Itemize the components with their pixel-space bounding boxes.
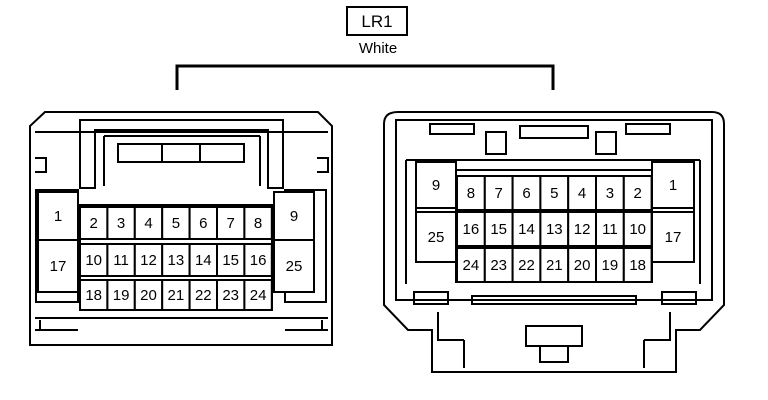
right-pin-21-label: 21 bbox=[546, 257, 563, 274]
connector-color-label: White bbox=[358, 40, 398, 57]
right-pin-15-cavity bbox=[483, 211, 514, 247]
left-pin-6-cavity bbox=[188, 206, 219, 240]
left-pin-11-cavity bbox=[106, 243, 136, 277]
right-pin-21-cavity bbox=[539, 247, 570, 283]
left-pin-23-label: 23 bbox=[222, 287, 239, 304]
left-pin-3-cavity bbox=[106, 206, 136, 240]
left-pin-2-label: 2 bbox=[90, 215, 98, 232]
right-pin-23-label: 23 bbox=[490, 257, 507, 274]
right-pin-1-label: 1 bbox=[669, 177, 677, 194]
right-pin-25-label: 25 bbox=[428, 229, 445, 246]
right-pin-3-label: 3 bbox=[606, 185, 614, 202]
right-pin-17-cavity bbox=[651, 211, 695, 263]
left-pin-24-cavity bbox=[243, 279, 273, 311]
connector-code-label: LR1 bbox=[361, 12, 393, 31]
right-pin-9-label: 9 bbox=[432, 177, 440, 194]
left-pin-7-label: 7 bbox=[227, 215, 235, 232]
left-pin-4-cavity bbox=[133, 206, 164, 240]
right-pin-20-label: 20 bbox=[574, 257, 591, 274]
right-pin-13-label: 13 bbox=[546, 221, 563, 238]
left-pin-6-label: 6 bbox=[199, 215, 207, 232]
connector-code-box: LR1 bbox=[346, 6, 408, 36]
right-pin-16-cavity bbox=[456, 211, 486, 247]
left-pin-22-cavity bbox=[188, 279, 219, 311]
left-pin-4-label: 4 bbox=[144, 215, 152, 232]
left-pin-24-label: 24 bbox=[250, 287, 267, 304]
right-pin-23-cavity bbox=[483, 247, 514, 283]
left-pin-13-cavity bbox=[161, 243, 191, 277]
right-pin-2-label: 2 bbox=[634, 185, 642, 202]
right-pin-4-cavity bbox=[567, 175, 598, 211]
left-pin-16-label: 16 bbox=[250, 252, 267, 269]
right-pin-5-label: 5 bbox=[550, 185, 558, 202]
left-pin-5-cavity bbox=[161, 206, 191, 240]
left-pin-20-label: 20 bbox=[140, 287, 157, 304]
left-pin-19-label: 19 bbox=[113, 287, 130, 304]
right-pin-8-label: 8 bbox=[467, 185, 475, 202]
left-pin-11-label: 11 bbox=[113, 252, 129, 269]
right-pin-7-cavity bbox=[483, 175, 514, 211]
left-pin-15-label: 15 bbox=[222, 252, 239, 269]
right-pin-3-cavity bbox=[595, 175, 625, 211]
right-pin-1-cavity bbox=[651, 161, 695, 209]
right-pin-19-cavity bbox=[595, 247, 625, 283]
left-pin-17-cavity bbox=[37, 239, 79, 293]
right-pin-4-label: 4 bbox=[578, 185, 586, 202]
right-pin-18-label: 18 bbox=[629, 257, 646, 274]
right-pin-10-label: 10 bbox=[629, 221, 646, 238]
left-pin-25-label: 25 bbox=[286, 258, 303, 275]
left-pin-2-cavity bbox=[79, 206, 109, 240]
view-bracket bbox=[175, 64, 555, 90]
left-pin-12-label: 12 bbox=[140, 252, 157, 269]
left-pin-19-cavity bbox=[106, 279, 136, 311]
right-pin-24-label: 24 bbox=[463, 257, 480, 274]
right-connector-pins: 9 25 1 17 8 16 24 7 15 23 6 14 22 5 13 21 4 12 20 3 11 19 2 10 1… bbox=[415, 161, 695, 283]
right-pin-18-cavity bbox=[622, 247, 653, 283]
right-connector-housing bbox=[383, 111, 725, 373]
left-pin-21-cavity bbox=[161, 279, 191, 311]
right-pin-6-label: 6 bbox=[522, 185, 530, 202]
left-pin-5-label: 5 bbox=[172, 215, 180, 232]
right-pin-11-label: 11 bbox=[602, 221, 618, 238]
right-pin-6-cavity bbox=[511, 175, 542, 211]
right-pin-15-label: 15 bbox=[490, 221, 507, 238]
right-pin-10-cavity bbox=[622, 211, 653, 247]
left-pin-21-label: 21 bbox=[168, 287, 185, 304]
right-pin-22-cavity bbox=[511, 247, 542, 283]
right-pin-2-cavity bbox=[622, 175, 653, 211]
left-pin-3-label: 3 bbox=[117, 215, 125, 232]
right-pin-19-label: 19 bbox=[602, 257, 619, 274]
right-pin-14-label: 14 bbox=[518, 221, 535, 238]
right-pin-5-cavity bbox=[539, 175, 570, 211]
left-pin-1-label: 1 bbox=[54, 208, 62, 225]
right-pin-12-label: 12 bbox=[574, 221, 591, 238]
left-pin-22-label: 22 bbox=[195, 287, 212, 304]
right-pin-8-cavity bbox=[456, 175, 486, 211]
left-pin-16-cavity bbox=[243, 243, 273, 277]
right-pin-7-label: 7 bbox=[495, 185, 503, 202]
right-pin-17-label: 17 bbox=[665, 229, 682, 246]
left-pin-9-label: 9 bbox=[290, 208, 298, 225]
left-pin-8-cavity bbox=[243, 206, 273, 240]
right-pin-11-cavity bbox=[595, 211, 625, 247]
right-pin-22-label: 22 bbox=[518, 257, 535, 274]
left-pin-17-label: 17 bbox=[50, 258, 67, 275]
right-pin-25-cavity bbox=[415, 211, 457, 263]
left-pin-12-cavity bbox=[133, 243, 164, 277]
left-pin-13-label: 13 bbox=[168, 252, 185, 269]
right-pin-16-label: 16 bbox=[463, 221, 480, 238]
left-pin-8-label: 8 bbox=[254, 215, 262, 232]
left-pin-25-cavity bbox=[273, 239, 315, 293]
left-pin-14-label: 14 bbox=[195, 252, 212, 269]
left-connector-pins: 1 17 9 25 2 10 18 3 11 19 4 12 20 5 13 21 6 14 22 7 15 23 8 16 2… bbox=[37, 191, 315, 311]
left-pin-10-cavity bbox=[79, 243, 109, 277]
left-pin-18-label: 18 bbox=[85, 287, 102, 304]
left-pin-10-label: 10 bbox=[85, 252, 102, 269]
